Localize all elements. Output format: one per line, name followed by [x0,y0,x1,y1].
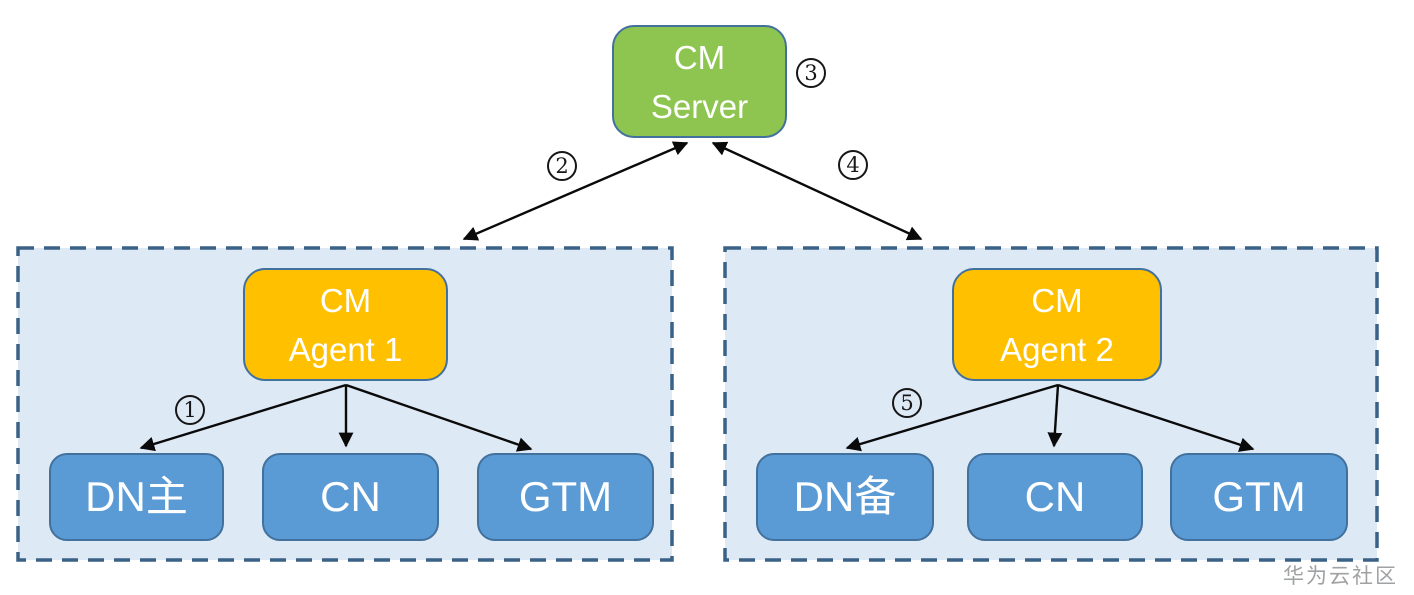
node-gtm-left: GTM [477,453,654,541]
node-gtm-left-label: GTM [518,473,613,520]
step-label-5: 5 [892,388,922,418]
node-dn-primary: DN主 [49,453,224,541]
cm-server-box: CM Server [612,25,787,138]
arrow-agent1-dn [139,383,347,452]
arrow-agent2-dn [845,383,1059,452]
step-label-3: 3 [796,58,826,88]
cm-agent-1-label-line1: CM [319,281,372,319]
cm-agent-2-label-line2: Agent 2 [1000,330,1114,368]
node-gtm-right-label: GTM [1212,473,1306,520]
node-cn-right: CN [967,453,1143,541]
step-label-4: 4 [838,150,868,180]
node-dn-standby-label: DN备 [793,473,897,520]
node-gtm-right: GTM [1170,453,1348,541]
cm-agent-1-label-line2: Agent 1 [288,330,403,368]
arrow-server-agent2 [711,141,923,241]
node-cn-right-label: CN [1024,473,1086,520]
cm-agent-2-box: CM Agent 2 [952,268,1162,381]
node-dn-standby: DN备 [756,453,934,541]
step-label-2: 2 [547,151,577,181]
arrow-server-agent1 [462,141,689,241]
watermark: 华为云社区 [1283,565,1398,588]
arrow-agent2-cn [1047,384,1063,448]
cm-agent-2-label-line1: CM [1031,281,1083,319]
arrow-agent1-gtm [345,383,533,452]
cm-agent-1-box: CM Agent 1 [243,268,448,381]
arrow-agent2-gtm [1057,383,1255,452]
cm-server-label-line2: Server [650,87,749,125]
step-label-1: 1 [175,395,205,425]
node-dn-primary-label: DN主 [85,473,188,520]
node-cn-left: CN [262,453,439,541]
cm-server-label-line1: CM [673,38,726,76]
node-cn-left-label: CN [320,473,381,520]
